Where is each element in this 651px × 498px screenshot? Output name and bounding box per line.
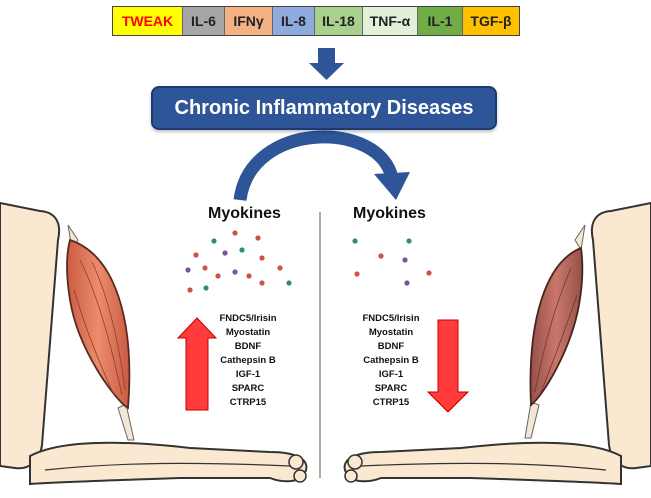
healthy-arm: [0, 201, 308, 486]
myokine-dot: [354, 271, 360, 277]
myokine-item: IGF-1: [235, 369, 261, 380]
myokine-item: SPARC: [231, 383, 265, 394]
myokine-dot: [352, 238, 358, 244]
myokine-dot: [406, 238, 412, 244]
myokine-item: BDNF: [234, 341, 262, 352]
myokine-dot: [222, 250, 228, 256]
cytokine-cell: IL-8: [273, 7, 315, 35]
cytokine-cell: IL-6: [183, 7, 225, 35]
myokine-dot: [232, 269, 238, 275]
myokine-dot: [246, 273, 252, 279]
cytokine-cell: TWEAK: [113, 7, 183, 35]
myokine-item: Cathepsin B: [220, 355, 276, 366]
myokine-item: Cathepsin B: [363, 355, 419, 366]
myokine-dot: [426, 270, 432, 276]
myokine-dot: [239, 247, 245, 253]
myokine-item: FNDC5/Irisin: [219, 313, 277, 324]
cytokine-cell: IL-18: [315, 7, 363, 35]
myokine-dot: [203, 285, 209, 291]
myokine-item: IGF-1: [378, 369, 404, 380]
myokine-item: SPARC: [374, 383, 408, 394]
myokine-dot: [259, 255, 265, 261]
myokine-dot: [378, 253, 384, 259]
muscle-diseased: [529, 246, 584, 407]
myokine-dot: [185, 267, 191, 273]
myokine-dot: [404, 280, 410, 286]
myokines-title-left: Myokines: [208, 205, 281, 222]
cytokine-cell: IFNγ: [225, 7, 273, 35]
myokine-dot: [202, 265, 208, 271]
disease-banner-label: Chronic Inflammatory Diseases: [174, 96, 474, 119]
curved-arrow-icon: [233, 130, 410, 202]
humerus-right: [591, 201, 651, 470]
myokine-item: CTRP15: [372, 397, 410, 408]
myokine-dot: [286, 280, 292, 286]
myokine-dot: [255, 235, 261, 241]
myokine-dot: [402, 257, 408, 263]
myokine-dot: [193, 252, 199, 258]
myokine-item: FNDC5/Irisin: [362, 313, 420, 324]
cytokine-cell: IL-1: [418, 7, 463, 35]
diseased-arm: [343, 201, 651, 486]
myokine-item: Myostatin: [368, 327, 414, 338]
myokine-item: BDNF: [377, 341, 405, 352]
cytokine-cell: TNF-α: [363, 7, 418, 35]
myokine-dot: [215, 273, 221, 279]
humerus-left: [0, 201, 60, 470]
cytokine-cell: TGF-β: [463, 7, 519, 35]
myokine-dot: [232, 230, 238, 236]
myokine-dots-right: [352, 238, 432, 286]
myokine-dots-left: [185, 230, 292, 293]
up-arrow-icon: [176, 317, 218, 411]
myokine-dot: [187, 287, 193, 293]
myokine-item: CTRP15: [229, 397, 267, 408]
myokine-dot: [277, 265, 283, 271]
myokine-dot: [259, 280, 265, 286]
down-arrow-icon: [309, 48, 344, 80]
down-arrow-red-icon: [426, 319, 470, 413]
disease-banner: Chronic Inflammatory Diseases: [151, 86, 497, 130]
myokine-dot: [211, 238, 217, 244]
myokine-item: Myostatin: [225, 327, 271, 338]
myokines-title-right: Myokines: [353, 205, 426, 222]
muscle-healthy: [66, 238, 131, 410]
